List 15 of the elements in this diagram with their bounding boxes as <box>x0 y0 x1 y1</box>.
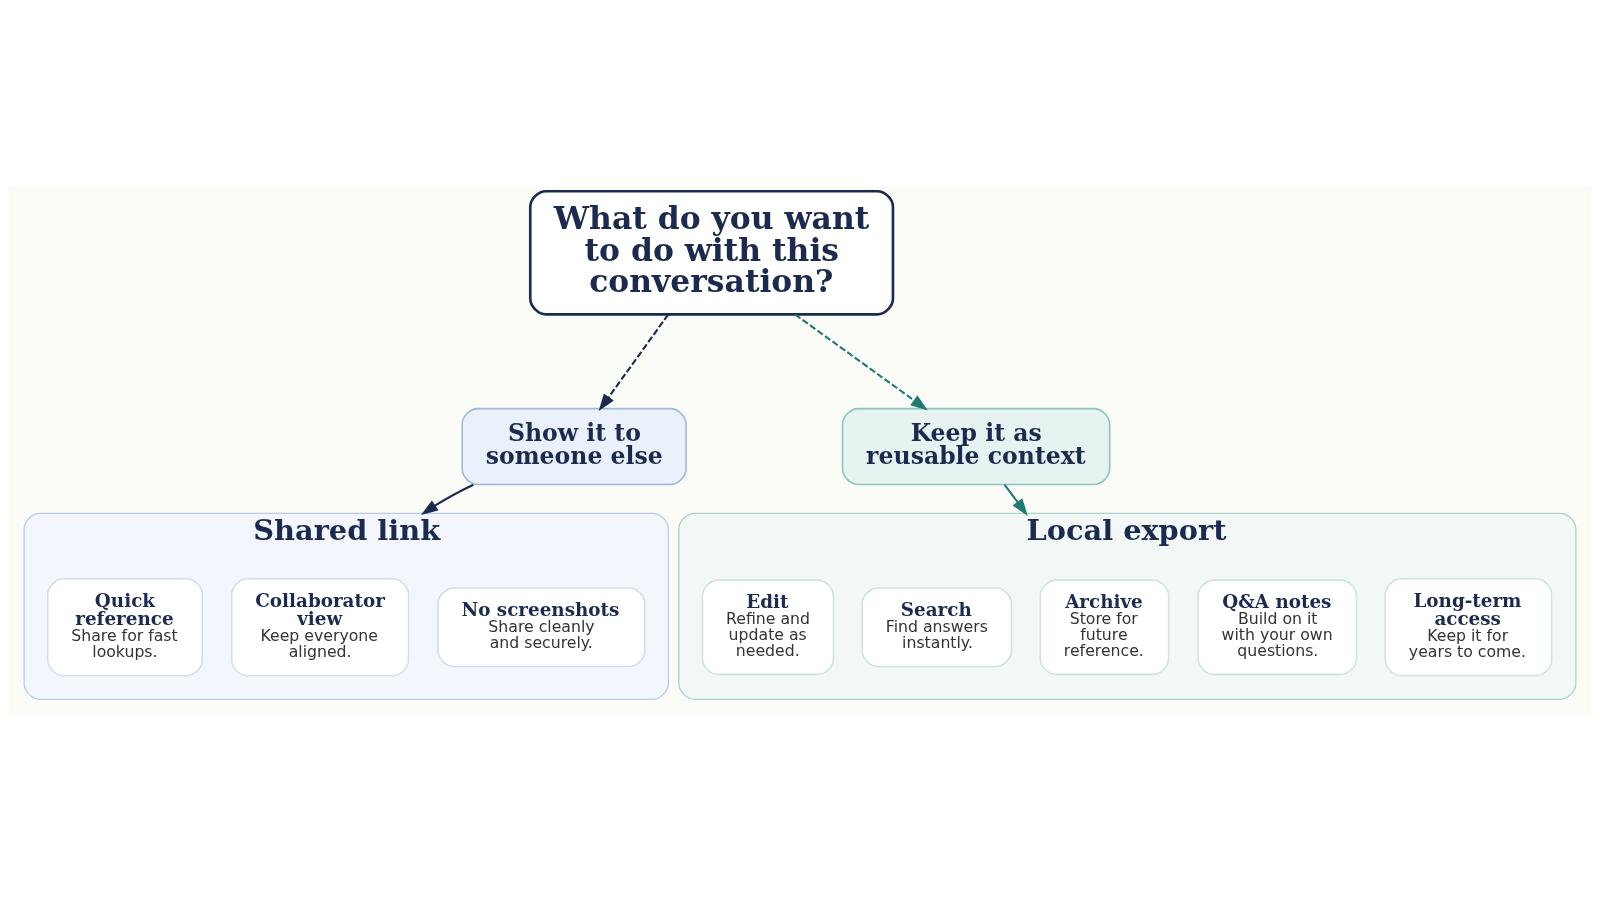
node-box: Collaborator view Keep everyone aligned. <box>230 577 410 676</box>
node-box: Edit Refine and update as needed. <box>701 578 835 675</box>
arrow <box>598 313 669 411</box>
node-box: Keep it as reusable context <box>841 407 1111 485</box>
node-box: Show it to someone else <box>461 407 687 485</box>
node-box: What do you want to do with this conversation? <box>528 189 895 316</box>
node-box: Quick reference Share for fast lookups. <box>46 577 204 676</box>
node-box: Archive Store for future reference. <box>1039 578 1170 675</box>
arrow <box>1003 483 1028 516</box>
node-box: No screenshots Share cleanly and securely. <box>437 586 646 667</box>
arrow <box>794 313 928 410</box>
arrow <box>420 483 474 515</box>
node-box: Long-term access Keep it for years to come. <box>1384 577 1553 676</box>
node-box: Search Find answers instantly. <box>861 586 1013 667</box>
node-box: Q&A notes Build on it with your own questions. <box>1197 578 1358 675</box>
